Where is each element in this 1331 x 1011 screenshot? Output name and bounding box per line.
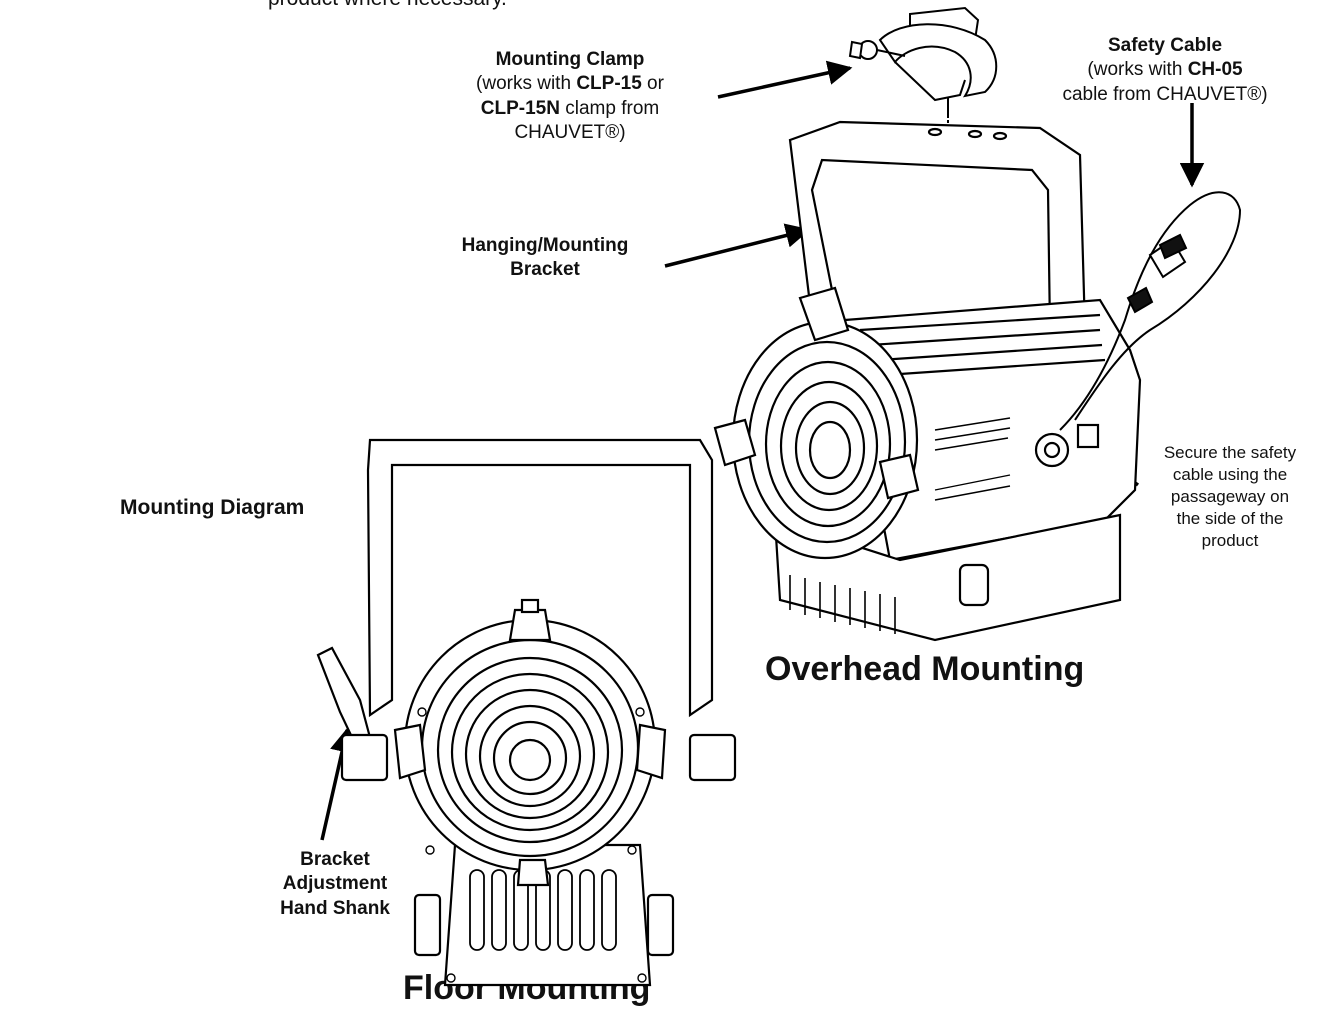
mounting-clamp-label: Mounting Clamp (works with CLP-15 or CLP… <box>420 48 720 145</box>
overhead-fixture <box>713 120 1142 642</box>
mounting-clamp-line3: CLP-15N clamp from <box>420 97 720 121</box>
hand-shank-line1: Bracket <box>300 849 370 870</box>
hanging-bracket-line1: Hanging/Mounting <box>461 235 629 256</box>
secure-note-line5: product <box>1201 531 1259 551</box>
mounting-clamp <box>848 6 998 140</box>
mounting-clamp-line4: CHAUVET®) <box>514 121 626 143</box>
safety-cable-label: Safety Cable (works with CH-05 cable fro… <box>1030 34 1300 107</box>
secure-note-line4: the side of the <box>1176 509 1284 529</box>
secure-note-line2: cable using the <box>1172 465 1288 485</box>
floor-fixture <box>316 438 737 987</box>
hanging-bracket-label: Hanging/Mounting Bracket <box>425 234 665 283</box>
clamp-arrow <box>717 60 853 99</box>
hand-shank-line3: Hand Shank <box>280 897 390 919</box>
hand-shank-line2: Adjustment <box>282 873 388 895</box>
safety-cable <box>1059 191 1242 431</box>
clamp-code-clp15n: CLP-15N <box>480 97 560 119</box>
secure-note-line1: Secure the safety <box>1163 443 1297 462</box>
safety-cable-line2: (works with CH-05 <box>1030 58 1300 82</box>
bracket-arrow <box>664 223 811 268</box>
clamp-text-post: or <box>641 73 664 95</box>
hand-shank-label: Bracket Adjustment Hand Shank <box>250 848 420 921</box>
cable-code-ch05: CH-05 <box>1187 59 1243 81</box>
safety-cable-line3: cable from CHAUVET®) <box>1062 83 1268 105</box>
diagram-title: Mounting Diagram <box>120 496 305 519</box>
cable-text-pre: (works with <box>1087 59 1188 81</box>
mounting-clamp-title: Mounting Clamp <box>495 49 645 70</box>
safety-cable-title: Safety Cable <box>1107 35 1223 56</box>
clamp-text-pre: (works with <box>476 73 577 95</box>
secure-cable-note: Secure the safety cable using the passag… <box>1135 442 1325 552</box>
clamp-code-clp15: CLP-15 <box>576 73 642 95</box>
intro-text: product where necessary. <box>268 0 507 13</box>
secure-note-line3: passageway on <box>1170 487 1290 507</box>
overhead-caption: Overhead Mounting <box>765 650 1085 688</box>
clamp-text-from: clamp from <box>559 97 660 119</box>
mounting-clamp-line2: (works with CLP-15 or <box>420 72 720 96</box>
hanging-bracket-line2: Bracket <box>510 259 580 281</box>
